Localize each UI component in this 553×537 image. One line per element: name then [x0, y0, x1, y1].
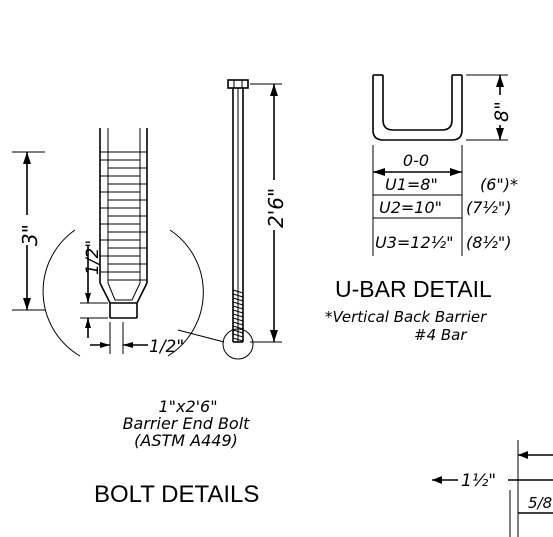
dim-bolt-length: 2'6"	[250, 83, 288, 343]
partial-dim-left-label: 1½"	[461, 471, 496, 491]
bolt-caption-name: Barrier End Bolt	[123, 414, 251, 433]
ubar-row-3-alt: (8½")	[466, 233, 512, 252]
end-bolt-detail-circle	[222, 328, 254, 360]
dim-tip-width: 1/2"	[90, 322, 184, 357]
detail-circle-arc	[42, 229, 81, 357]
ubar-note-line2: #4 Bar	[414, 326, 467, 344]
ubar-width-table: 0-0 U1=8" (6")* U2=10" (7½") U3=12½" (8½…	[372, 145, 518, 256]
threaded-bolt-detail	[42, 128, 204, 357]
ubar-row-1-label: U1=8"	[385, 175, 438, 194]
end-bolt-drawing	[177, 79, 254, 360]
dim-bolt-length-label: 2'6"	[264, 188, 288, 228]
thread-marks	[100, 151, 147, 281]
end-bolt-thread	[232, 289, 244, 342]
ubar-row-1-alt: (6")*	[480, 175, 518, 194]
dim-tip-height: 1/2"	[80, 240, 108, 338]
ubar-note-line1: *Vertical Back Barrier	[325, 308, 487, 326]
dim-ubar-height-label: 8"	[491, 101, 513, 122]
partial-detail: 1½" 5/8	[432, 440, 553, 537]
bolt-caption-size: 1"x2'6"	[158, 397, 217, 416]
ubar-row-2-alt: (7½")	[466, 198, 512, 217]
dim-ubar-height: 8"	[466, 74, 513, 141]
u-bar-drawing	[372, 74, 463, 141]
dim-thread-label: 3"	[18, 224, 42, 246]
dim-ubar-width-label: 0-0	[403, 151, 429, 170]
bolt-section-title: BOLT DETAILS	[94, 481, 259, 508]
dim-tip-width-label: 1/2"	[149, 337, 184, 357]
ubar-row-2-label: U2=10"	[379, 198, 442, 217]
dim-tip-height-label: 1/2"	[83, 240, 103, 275]
ubar-section-title: U-BAR DETAIL	[335, 276, 492, 302]
bolt-caption-spec: (ASTM A449)	[134, 431, 238, 450]
partial-dim-frac-label: 5/8	[528, 494, 552, 512]
ubar-row-3-label: U3=12½"	[375, 233, 454, 252]
dim-thread-length: 3"	[12, 151, 45, 311]
